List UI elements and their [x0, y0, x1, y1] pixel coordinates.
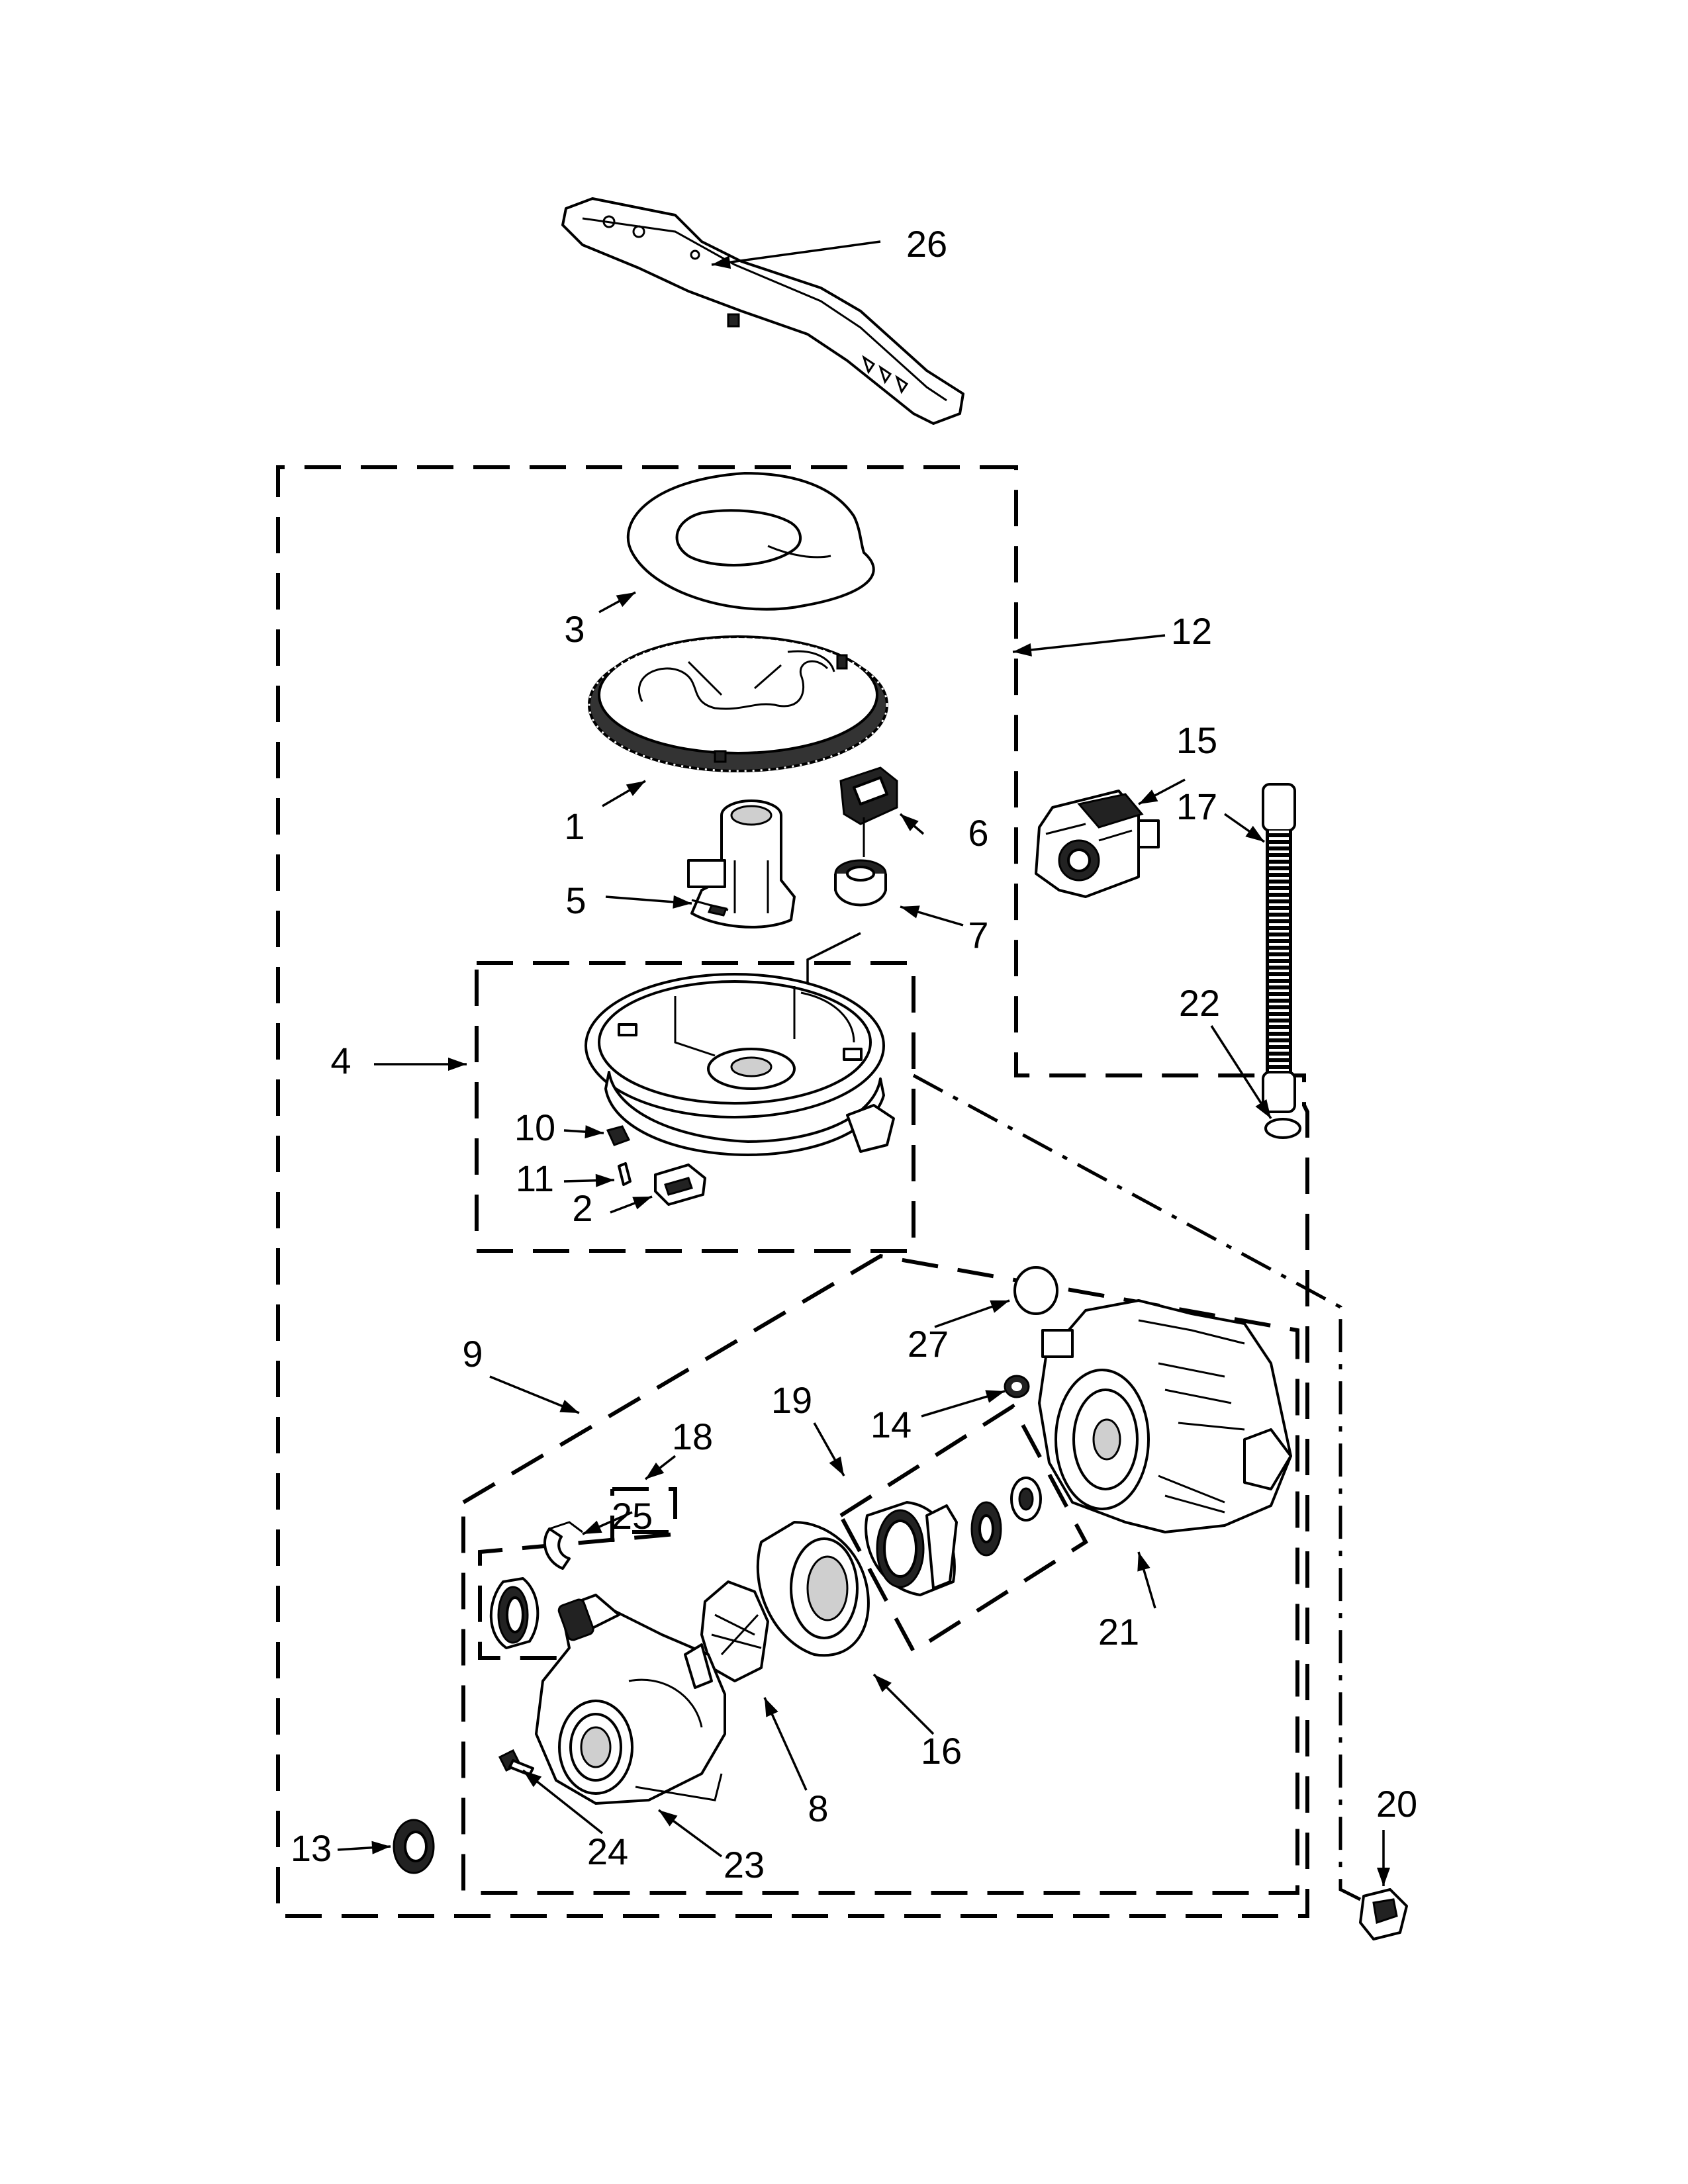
callout-23: 23: [724, 1844, 765, 1886]
sump-4: [585, 973, 895, 1156]
callout-21: 21: [1098, 1611, 1139, 1653]
leader-arrowhead: [559, 1400, 579, 1413]
leader-arrowhead: [1245, 825, 1264, 842]
callout-11: 11: [516, 1158, 554, 1199]
assembly-boundary-18: [610, 1487, 677, 1542]
pump-motor-21: [1038, 1299, 1292, 1533]
leader-lines: [337, 240, 1390, 1886]
leader-arrowhead: [1137, 1552, 1150, 1572]
seal-housing-16: [756, 1521, 870, 1657]
leader-arrowhead: [874, 1674, 892, 1692]
assembly-boundary-4: [475, 961, 915, 1253]
wire-harness-path-20: [912, 1073, 1362, 1901]
seal-13: [393, 1819, 435, 1874]
leader-arrowhead: [1013, 643, 1032, 657]
gasket-27: [1013, 1266, 1058, 1315]
callout-1: 1: [564, 805, 585, 847]
pump-housing-23: [535, 1594, 726, 1805]
clamp-25: [543, 1521, 583, 1570]
leader-arrowhead: [712, 255, 731, 269]
connector-2: [654, 1163, 706, 1206]
callout-8: 8: [808, 1788, 828, 1829]
callout-27: 27: [908, 1323, 949, 1365]
leader-line: [1012, 634, 1166, 653]
callout-16: 16: [921, 1730, 962, 1772]
nut-14: [1004, 1375, 1030, 1398]
diverter-motor-15: [1035, 790, 1160, 898]
callout-25: 25: [612, 1495, 653, 1537]
actuator-7: [834, 859, 887, 907]
leader-arrowhead: [900, 905, 920, 919]
leader-arrowhead: [659, 1810, 678, 1827]
leader-arrowhead: [673, 895, 692, 909]
leader-arrowhead: [523, 1770, 542, 1788]
assembly-boundary-19: [838, 1403, 1088, 1655]
leader-arrowhead: [765, 1698, 778, 1717]
leader-arrowhead: [829, 1456, 844, 1476]
leader-arrowhead: [616, 592, 635, 608]
leader-arrowhead: [990, 1300, 1009, 1313]
leader-arrowhead: [626, 781, 645, 796]
callout-10: 10: [514, 1107, 555, 1148]
leader-arrowhead: [985, 1390, 1005, 1403]
fine-filter: [588, 635, 888, 772]
callout-17: 17: [1176, 786, 1217, 827]
upper-spray-arm: [561, 197, 964, 425]
leader-arrowhead: [583, 1520, 602, 1534]
filter-cover: [626, 472, 875, 611]
callout-labels: 1 2 3 4 5 6 7 8 9 10 11 12 13 14 15 16 1…: [291, 223, 1417, 1886]
leader-arrowhead: [1139, 790, 1158, 804]
screw-11: [618, 1162, 632, 1186]
leader-arrowhead: [448, 1058, 467, 1071]
callout-15: 15: [1176, 719, 1217, 761]
inlet-seal-18: [489, 1577, 539, 1649]
leader-arrowhead: [645, 1462, 665, 1479]
callout-14: 14: [870, 1404, 912, 1445]
screw-24: [498, 1749, 534, 1776]
callout-7: 7: [968, 914, 988, 956]
callout-12: 12: [1171, 610, 1212, 652]
callout-20: 20: [1376, 1783, 1417, 1825]
callout-2: 2: [572, 1187, 592, 1229]
leader-arrowhead: [595, 1173, 614, 1187]
sensor-6: [839, 766, 898, 857]
callout-4: 4: [330, 1040, 351, 1081]
drain-hose-17: [1262, 783, 1296, 1113]
connector-20: [1359, 1888, 1408, 1940]
leader-arrowhead: [371, 1841, 391, 1854]
clamp-22: [1264, 1118, 1301, 1139]
leader-arrowhead: [632, 1197, 652, 1210]
callout-19: 19: [771, 1379, 812, 1421]
callout-3: 3: [564, 608, 585, 650]
leader-line: [711, 240, 881, 266]
callout-6: 6: [968, 812, 988, 854]
clip-10: [606, 1125, 631, 1146]
leader-arrowhead: [900, 814, 919, 831]
callout-13: 13: [291, 1827, 332, 1869]
callout-26: 26: [906, 223, 947, 265]
filter-housing-5: [687, 799, 796, 929]
leader-arrowhead: [585, 1125, 604, 1139]
callout-22: 22: [1179, 982, 1220, 1024]
assembly-boundary-12: [276, 465, 1309, 1918]
impeller-assembly-19: [865, 1477, 1042, 1596]
leader-arrowhead: [1255, 1099, 1271, 1118]
leader-arrowhead: [1377, 1868, 1390, 1886]
callout-24: 24: [587, 1831, 628, 1872]
impeller-8: [700, 1580, 769, 1682]
callout-5: 5: [565, 880, 586, 921]
assembly-boundary-9: [461, 1253, 1299, 1895]
callout-9: 9: [462, 1333, 483, 1375]
callout-18: 18: [672, 1416, 713, 1457]
